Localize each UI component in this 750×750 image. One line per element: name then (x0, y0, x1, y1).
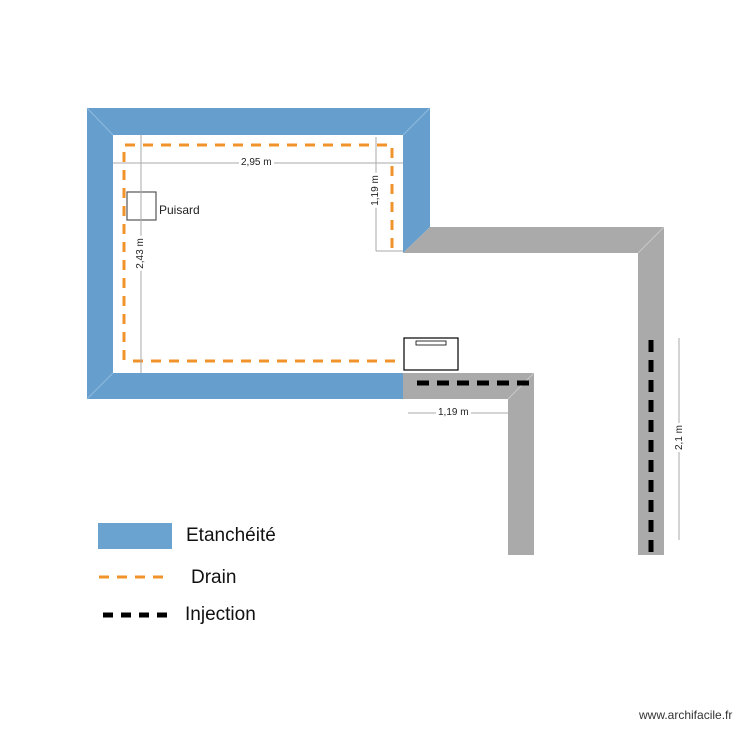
drain-line (122, 143, 403, 363)
appliance-symbol (403, 337, 459, 371)
dim-right-wall-height: 2,1 m (674, 422, 686, 453)
legend-swatches (98, 523, 172, 618)
legend-etancheite-swatch (98, 523, 172, 549)
dim-corridor-width: 1,19 m (436, 407, 471, 418)
dimension-lines (113, 135, 680, 540)
watermark: www.archifacile.fr (639, 708, 733, 722)
dim-notch-height: 1,19 m (369, 173, 381, 208)
legend-etancheite-label: Etanchéité (186, 525, 276, 546)
legend-drain-label: Drain (191, 567, 237, 588)
dim-left-height: 2,43 m (134, 236, 146, 271)
dim-top-width: 2,95 m (239, 157, 274, 168)
etancheite-walls (86, 107, 431, 400)
gray-walls (403, 226, 665, 555)
legend-injection-label: Injection (185, 604, 256, 625)
injection-line (417, 340, 654, 552)
puisard-label: Puisard (159, 203, 200, 217)
